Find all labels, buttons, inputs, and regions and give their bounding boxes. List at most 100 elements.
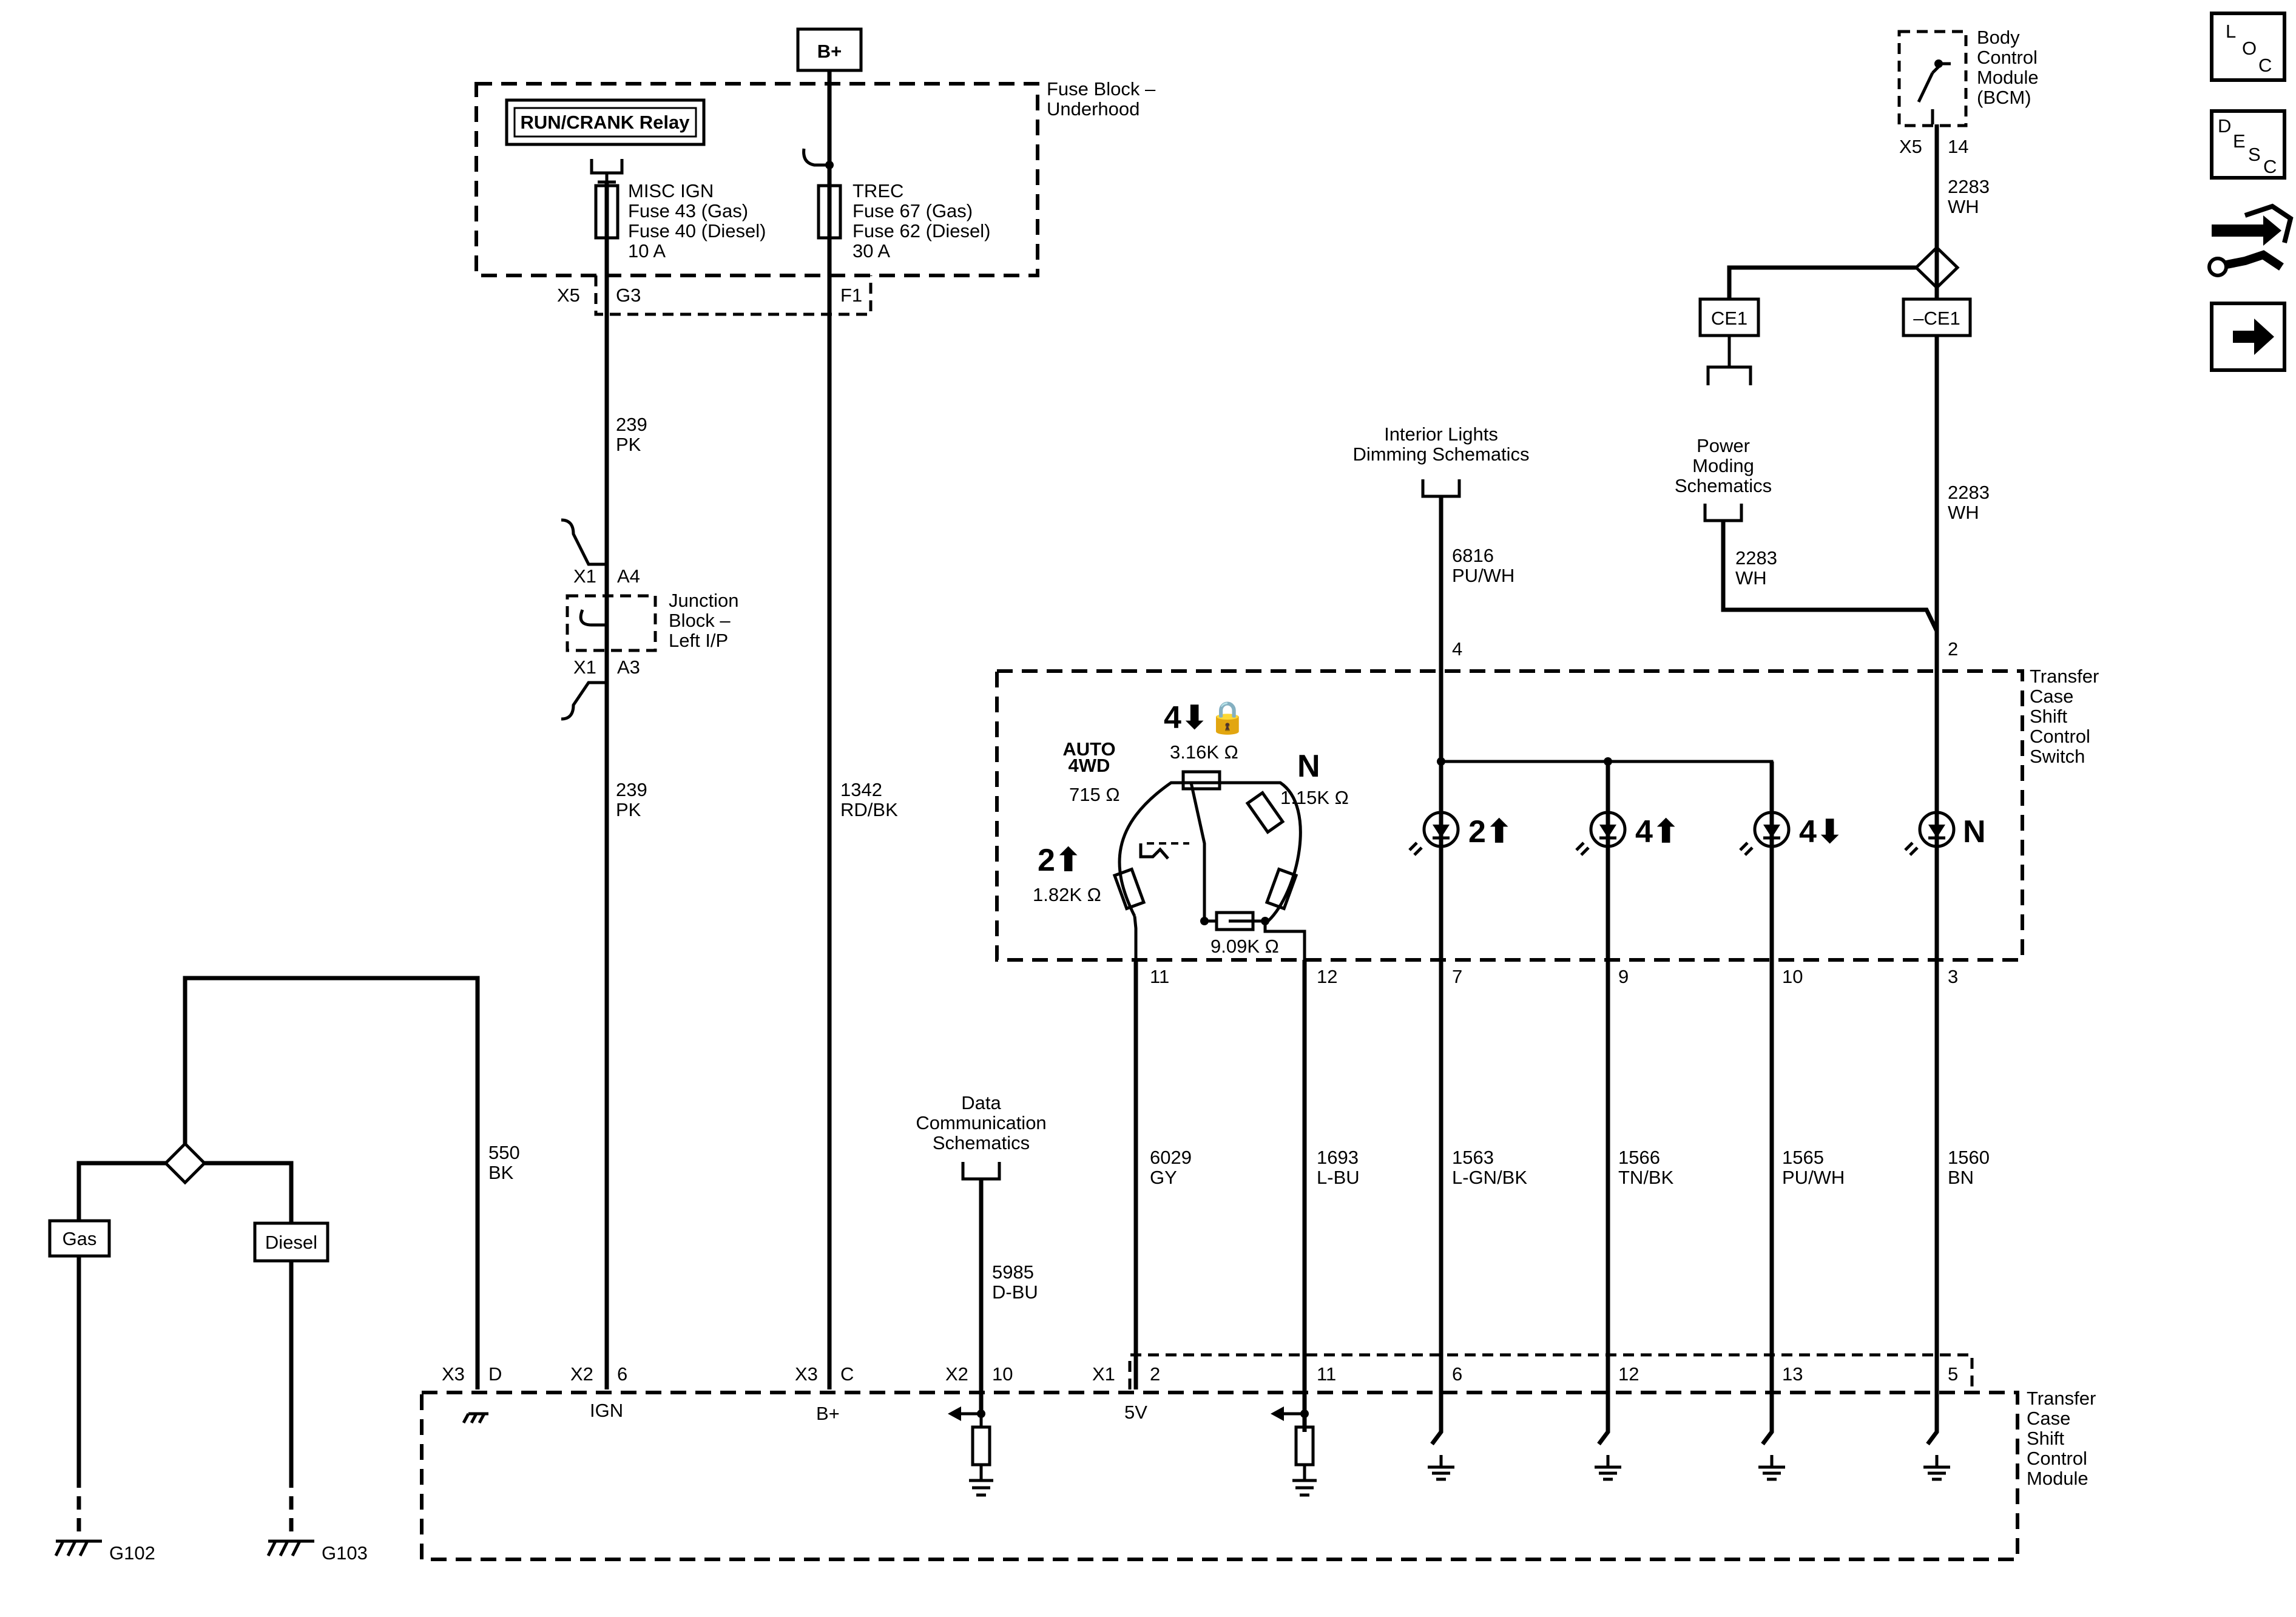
svg-text:11: 11 [1150,966,1169,987]
svg-text:Fuse 67 (Gas): Fuse 67 (Gas) [853,200,973,221]
svg-text:PU/WH: PU/WH [1782,1167,1845,1188]
svg-text:12: 12 [1317,966,1337,987]
chassis-ground-g103-icon [268,1541,314,1556]
svg-text:1565: 1565 [1782,1147,1824,1168]
connector-wrench-icon[interactable] [2207,203,2294,277]
svg-text:L-BU: L-BU [1317,1167,1360,1188]
svg-text:X1: X1 [573,657,596,678]
svg-text:1560: 1560 [1948,1147,1990,1168]
svg-text:Junction: Junction [669,590,738,611]
relay-label: RUN/CRANK Relay [520,112,690,133]
svg-text:Shift: Shift [2030,706,2067,727]
svg-text:S: S [2248,144,2261,165]
svg-text:Schematics: Schematics [933,1132,1030,1153]
svg-text:550: 550 [488,1142,520,1163]
svg-text:(BCM): (BCM) [1977,87,2031,108]
2hi-symbol: 2⬆ [1038,843,1082,878]
ground-icon [1923,1455,1950,1479]
svg-text:10 A: 10 A [628,240,666,262]
svg-text:1.82K Ω: 1.82K Ω [1033,884,1101,905]
pullup-resistor-10 [971,1425,991,1467]
svg-text:C: C [2258,55,2272,76]
svg-text:Fuse 43 (Gas): Fuse 43 (Gas) [628,200,748,221]
switch-outline [995,669,2024,962]
svg-text:F1: F1 [840,285,862,306]
fuse-block-title: Fuse Block – [1047,78,1156,100]
svg-text:1342: 1342 [840,779,882,800]
svg-text:Switch: Switch [2030,746,2085,767]
loc-icon[interactable]: L O C [2210,12,2286,82]
svg-text:10: 10 [1782,966,1803,987]
svg-text:D: D [488,1363,502,1385]
svg-text:G103: G103 [322,1542,368,1564]
svg-text:Gas: Gas [62,1228,97,1249]
svg-text:2283: 2283 [1735,547,1777,569]
svg-text:–CE1: –CE1 [1913,308,1960,329]
svg-text:Underhood: Underhood [1047,98,1140,120]
svg-text:D: D [2218,115,2231,137]
svg-text:Left I/P: Left I/P [669,630,728,651]
svg-text:C: C [2263,156,2277,177]
svg-text:Block –: Block – [669,610,731,631]
svg-text:L: L [2226,21,2236,42]
lamp-2hi [1410,812,1458,855]
svg-text:X5: X5 [1899,136,1922,157]
svg-text:X3: X3 [442,1363,465,1385]
svg-text:E: E [2233,130,2246,152]
svg-text:Case: Case [2027,1408,2070,1429]
svg-text:4⬇: 4⬇ [1799,814,1843,849]
svg-text:TN/BK: TN/BK [1618,1167,1674,1188]
next-arrow-icon[interactable] [2210,302,2286,372]
svg-text:WH: WH [1948,502,1979,523]
svg-text:RD/BK: RD/BK [840,799,898,820]
svg-text:5985: 5985 [992,1261,1034,1283]
ground-icon [1758,1455,1785,1479]
svg-text:G102: G102 [109,1542,155,1564]
switch-title: Transfer [2030,666,2099,687]
svg-text:N: N [1963,814,1986,849]
svg-text:2283: 2283 [1948,482,1990,503]
svg-text:9.09K Ω: 9.09K Ω [1210,936,1279,957]
svg-text:L-GN/BK: L-GN/BK [1452,1167,1527,1188]
svg-text:PK: PK [616,434,641,455]
svg-text:3: 3 [1948,966,1958,987]
svg-text:13: 13 [1782,1363,1803,1385]
svg-text:14: 14 [1948,136,1968,157]
splice-diamond-gnd [163,1141,207,1185]
bcm-outline [1897,30,1968,127]
svg-text:5V: 5V [1124,1402,1147,1423]
svg-text:X5: X5 [557,285,580,306]
svg-text:Control: Control [2027,1448,2087,1469]
svg-text:Control: Control [1977,47,2038,68]
desc-icon[interactable]: D E S C [2210,109,2286,180]
svg-text:AUTO: AUTO [1062,738,1115,760]
svg-text:1563: 1563 [1452,1147,1494,1168]
svg-text:6029: 6029 [1150,1147,1192,1168]
module-title: Transfer [2027,1388,2096,1409]
svg-text:2283: 2283 [1948,176,1990,197]
svg-text:715 Ω: 715 Ω [1069,784,1120,805]
resistor-network [1112,770,1306,960]
neg-ce1-box [1902,297,1972,337]
svg-text:Control: Control [2030,726,2090,747]
ce1-box [1698,297,1760,337]
svg-text:D-BU: D-BU [992,1281,1038,1303]
svg-text:4WD: 4WD [1069,755,1110,776]
svg-text:PU/WH: PU/WH [1452,565,1514,586]
svg-text:2: 2 [1948,638,1958,660]
ground-icon [1428,1455,1454,1479]
4lo-symbol: 4⬇🔒 [1164,700,1247,735]
power-moding-title: Power [1697,435,1750,456]
svg-text:BN: BN [1948,1167,1974,1188]
svg-text:X1: X1 [1092,1363,1115,1385]
wire-550 [183,976,480,1389]
svg-text:BK: BK [488,1162,514,1183]
bcm-title: Body [1977,27,2020,48]
svg-text:C: C [840,1363,854,1385]
lamp-4lo [1740,812,1789,855]
svg-text:PK: PK [616,799,641,820]
interior-lights-title: Interior Lights [1384,424,1498,445]
junction-block-outline [566,594,657,652]
svg-text:5: 5 [1948,1363,1958,1385]
